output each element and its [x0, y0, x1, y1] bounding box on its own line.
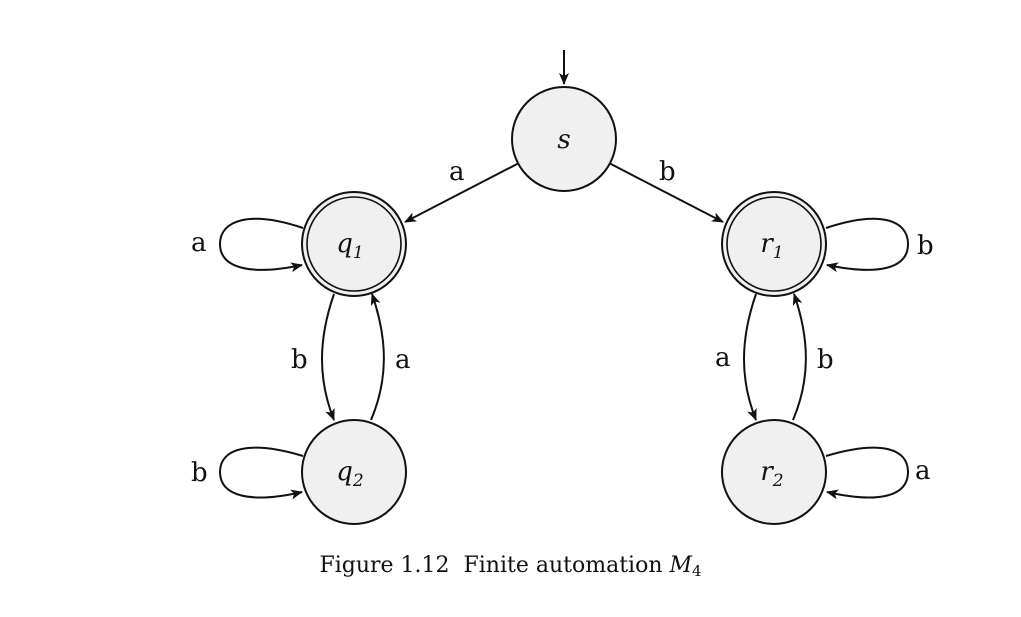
figure-caption: Figure 1.12 Finite automation M4 — [0, 553, 1021, 580]
edge-q2-self-loop — [218, 446, 304, 500]
edge-label-q1-loop: a — [191, 228, 207, 258]
caption-machine-subscript: 4 — [692, 562, 702, 580]
state-r1-subscript: 1 — [773, 243, 784, 263]
edge-label-q1-q2: b — [291, 345, 308, 375]
state-s: s — [511, 86, 617, 192]
state-r2-subscript: 2 — [772, 471, 784, 491]
edge-q1-to-q2 — [321, 293, 335, 421]
edge-label-r2-r1: b — [817, 345, 834, 375]
edge-label-r2-loop: a — [915, 456, 931, 486]
svg-text:s: s — [557, 125, 570, 155]
state-q1: q1 — [301, 191, 407, 297]
state-r2: r2 — [721, 419, 827, 525]
state-q1-subscript: 1 — [353, 243, 364, 263]
state-q2-name: q — [336, 457, 353, 487]
edge-label-q2-q1: a — [395, 345, 411, 375]
svg-text:r2: r2 — [760, 457, 783, 491]
state-s-name: s — [557, 125, 570, 155]
state-q1-name: q — [336, 229, 353, 259]
edge-label-r1-loop: b — [917, 231, 934, 261]
state-q2: q2 — [301, 419, 407, 525]
edge-q2-to-q1 — [370, 293, 385, 421]
svg-text:r1: r1 — [760, 229, 783, 263]
state-r1-name: r — [760, 229, 774, 259]
svg-text:q1: q1 — [336, 229, 363, 263]
state-r1: r1 — [721, 191, 827, 297]
edge-r1-to-r2 — [743, 293, 757, 421]
edge-label-q2-loop: b — [191, 458, 208, 488]
caption-prefix: Figure 1.12 Finite automation — [319, 553, 670, 578]
edge-label-s-r1: b — [659, 157, 676, 187]
caption-machine: M — [669, 553, 693, 578]
edge-label-r1-r2: a — [715, 343, 731, 373]
edge-r2-self-loop — [825, 446, 910, 500]
edge-s-to-q1 — [404, 162, 520, 223]
svg-text:q2: q2 — [336, 457, 363, 491]
edge-r1-self-loop — [825, 217, 910, 273]
state-r2-name: r — [760, 457, 774, 487]
edge-label-s-q1: a — [449, 157, 465, 187]
edge-s-to-r1 — [608, 162, 724, 223]
edge-r2-to-r1 — [792, 293, 807, 421]
edge-q1-self-loop — [218, 217, 304, 273]
state-q2-subscript: 2 — [352, 471, 364, 491]
